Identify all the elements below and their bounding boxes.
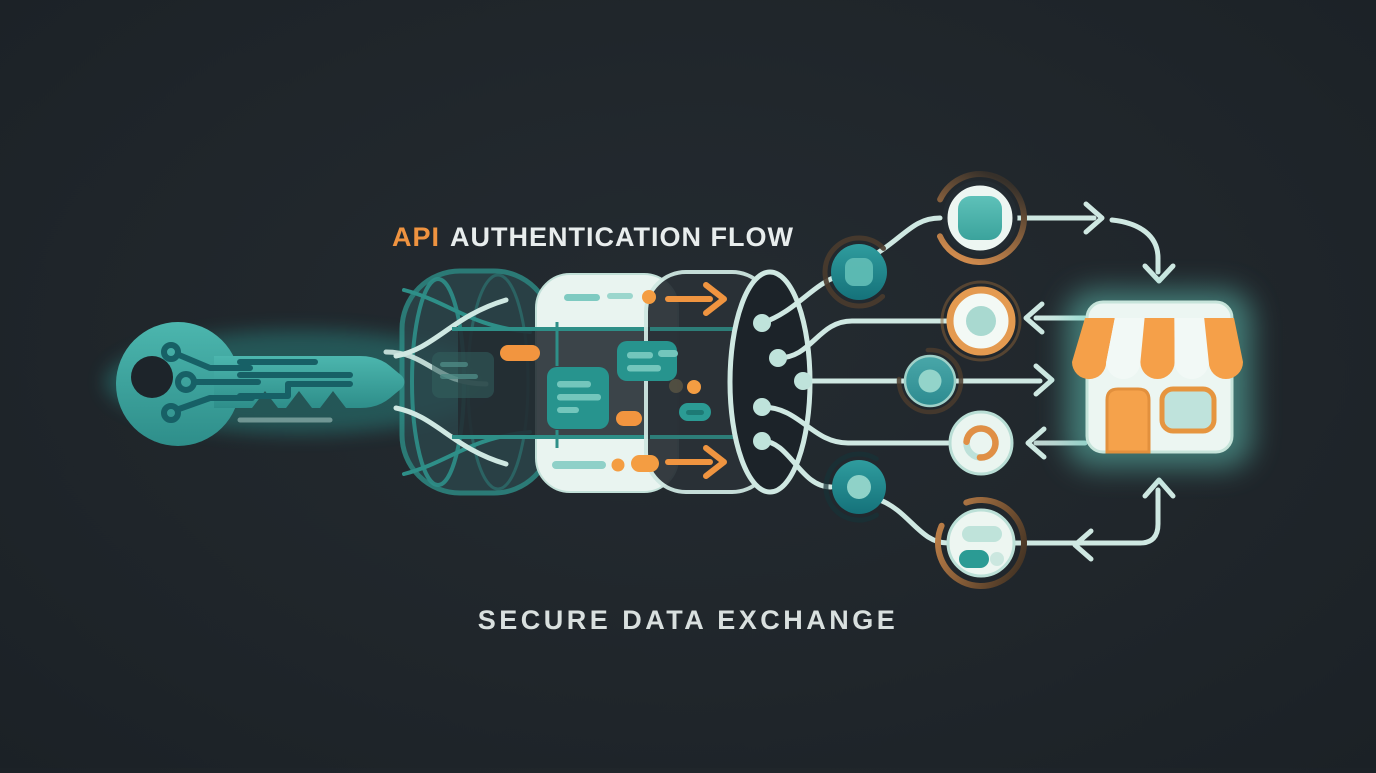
page-title: API AUTHENTICATION FLOW (392, 222, 794, 253)
arrow-left-icon (1025, 426, 1047, 460)
title-rest: AUTHENTICATION FLOW (450, 222, 794, 252)
orange-ring-node (940, 280, 1022, 362)
trace-lines (753, 215, 1161, 546)
arrow-up-icon (1142, 477, 1176, 499)
arrowheads (1023, 201, 1176, 562)
token-pill (500, 345, 540, 361)
awning (1072, 318, 1243, 380)
endpoint-nodes (822, 171, 1027, 589)
key-hole (131, 356, 173, 398)
page-subtitle: SECURE DATA EXCHANGE (477, 605, 899, 635)
orange-dot (642, 290, 656, 304)
teal-dot-node (896, 347, 964, 415)
arrow-right-icon (1033, 363, 1055, 397)
teal-core-node (823, 451, 895, 523)
circuit-key-icon (116, 322, 405, 446)
title-accent: API (392, 222, 441, 252)
teal-chip-node (822, 235, 896, 309)
orange-arc-node (948, 410, 1014, 476)
arrow-left-icon (1023, 301, 1045, 335)
store-window (1159, 386, 1217, 434)
data-blocks (432, 290, 711, 472)
store-door (1105, 387, 1151, 454)
data-pills-node (935, 497, 1027, 589)
flow-arrow-icons (665, 282, 727, 479)
storefront-icon (1066, 290, 1252, 468)
arrow-left-icon (1072, 528, 1094, 562)
teal-square-ring-node (933, 171, 1027, 265)
arrow-down-icon (1142, 263, 1176, 284)
arrow-right-icon (1083, 201, 1105, 235)
